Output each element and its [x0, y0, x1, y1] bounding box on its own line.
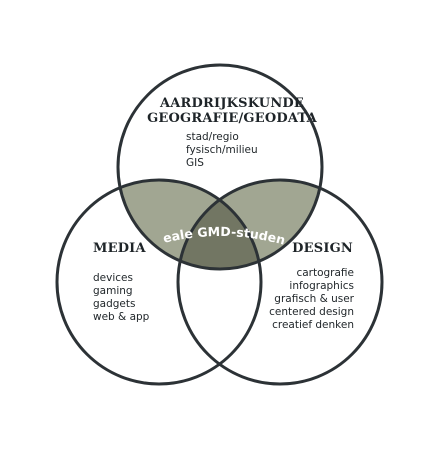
- right-item: centered design: [269, 306, 354, 318]
- right-item: grafisch & user: [274, 293, 354, 305]
- top-item: stad/regio: [186, 131, 239, 143]
- right-item: creatief denken: [272, 319, 354, 331]
- right-title: DESIGN: [292, 241, 353, 256]
- left-item: gadgets: [93, 298, 135, 310]
- right-item: infographics: [289, 280, 354, 292]
- circle-right: [176, 178, 384, 386]
- circle-left: [55, 178, 263, 386]
- left-item: web & app: [93, 311, 150, 323]
- left-title: MEDIA: [93, 241, 146, 256]
- top-title-line1: AARDRIJKSKUNDE: [159, 96, 304, 111]
- top-item: fysisch/milieu: [186, 144, 258, 156]
- left-item: devices: [93, 272, 133, 284]
- overlap-triple: [178, 180, 261, 269]
- right-item: cartografie: [296, 267, 354, 279]
- circle-top: [116, 63, 324, 271]
- top-title-line2: GEOGRAFIE/GEODATA: [147, 111, 317, 126]
- top-item: GIS: [186, 157, 204, 169]
- overlap-fill-triple: [178, 180, 261, 269]
- left-item: gaming: [93, 285, 133, 297]
